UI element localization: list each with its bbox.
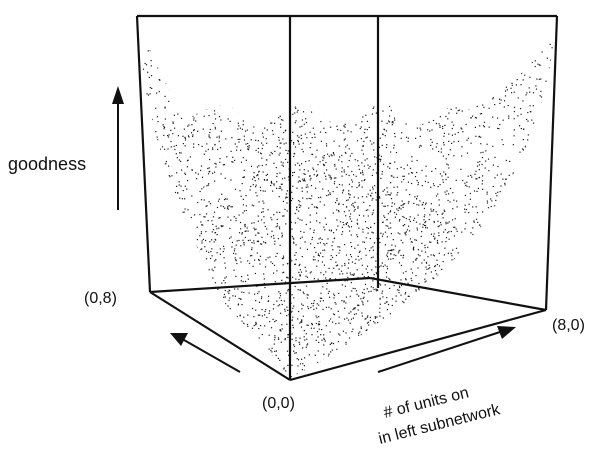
box-floor-back-left-edge	[149, 276, 371, 294]
box-floor-front-left-edge	[149, 291, 291, 381]
right-axis-arrow	[377, 326, 516, 373]
goodness-arrow	[112, 86, 124, 210]
box-floor-front-right-edge	[289, 308, 547, 382]
corner-label-left-axis-end: (0,8)	[84, 290, 117, 307]
box-floor-back-right-edge	[369, 276, 547, 312]
left-axis-arrow	[170, 333, 241, 373]
goodness-label: goodness	[8, 154, 86, 174]
box-right-front-edge	[544, 15, 559, 311]
bounding-box	[135, 14, 559, 382]
corner-label-origin: (0,0)	[262, 395, 295, 412]
corner-label-right-axis-end: (8,0)	[552, 317, 585, 334]
box-left-front-edge	[135, 15, 152, 293]
stippled-goodness-surface	[137, 18, 556, 378]
